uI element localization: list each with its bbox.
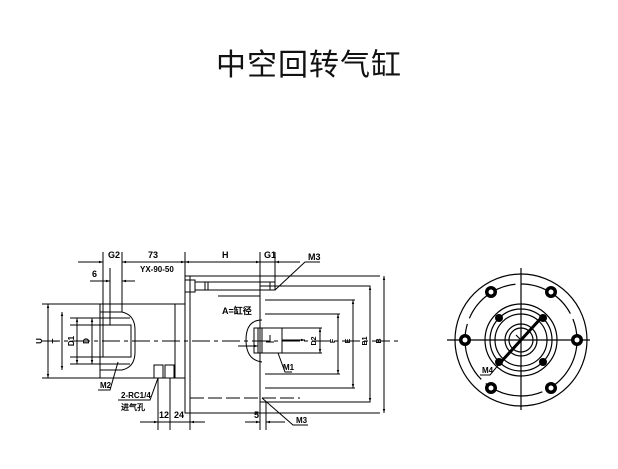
air-port-2	[164, 364, 175, 379]
inner-hole	[495, 314, 503, 322]
callout-m3-bottom: M3	[296, 416, 308, 425]
port-leader	[118, 377, 159, 401]
drawing-title: 中空回转气缸	[216, 48, 402, 83]
air-port-1	[153, 364, 164, 379]
dim-g1: G1	[264, 250, 276, 260]
bore-label: A=缸径	[222, 305, 252, 316]
dim-12: 12	[159, 410, 169, 420]
dimension-labels: G2 73 YX-90-50 6 H G1 M3 A=缸径 U T D1 D D…	[35, 250, 383, 425]
callout-m1: M1	[283, 363, 295, 372]
callout-port-desc: 进气孔	[121, 402, 145, 412]
piston-boss	[245, 319, 263, 363]
m4-leader	[480, 362, 501, 376]
m1-leader	[277, 352, 292, 373]
callout-m4: M4	[482, 366, 494, 375]
dim-24: 24	[174, 410, 184, 420]
dim-m3-top: M3	[308, 252, 321, 262]
side-view	[42, 252, 400, 430]
dim-b: B	[376, 338, 383, 343]
inner-hole	[539, 314, 547, 322]
m3-bottom-leader	[261, 397, 308, 426]
dim-73: 73	[148, 250, 158, 260]
dim-d: D	[82, 338, 91, 344]
dim-d2: D2	[311, 336, 318, 345]
callout-port: 2-RC1/4	[121, 391, 151, 400]
dim-e: E	[345, 338, 352, 343]
front-view-holes: M4	[459, 286, 583, 394]
dim-5: 5	[254, 410, 259, 420]
dim-u: U	[35, 338, 44, 344]
bore-outer	[504, 323, 538, 357]
bore-inner	[508, 327, 534, 353]
dim-t: T	[51, 338, 60, 343]
dim-b1: B1	[362, 336, 369, 345]
cylinder-body	[184, 275, 261, 414]
dim-d1: D1	[67, 335, 76, 346]
model-label: YX-90-50	[140, 265, 174, 274]
dim-f: F	[330, 338, 337, 343]
m2-leader	[98, 361, 119, 391]
dim-6: 6	[92, 269, 97, 279]
callout-m2: M2	[100, 381, 112, 390]
inner-hole	[539, 358, 547, 366]
inner-hole	[495, 358, 503, 366]
dimension-lines	[46, 260, 386, 426]
dim-h: H	[222, 250, 229, 260]
outer-flange-circle	[454, 273, 588, 407]
dim-g2: G2	[108, 250, 120, 260]
